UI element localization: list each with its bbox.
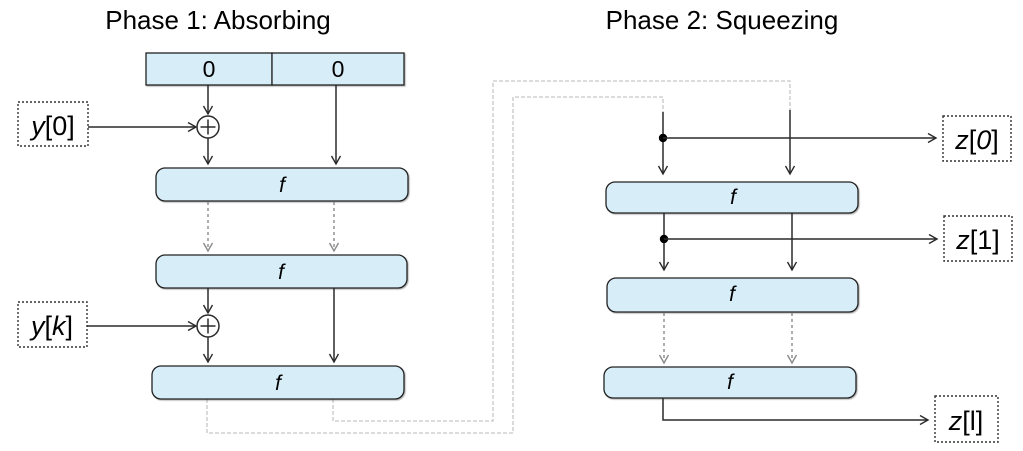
f-block-4	[605, 181, 859, 214]
output-box-z0	[942, 115, 1012, 162]
xor-icon-1	[196, 115, 220, 139]
f-block-3	[151, 365, 405, 400]
phase1-absorbing: 0 0 y[0] f f y[k]	[17, 52, 409, 400]
phase2-title: Phase 2: Squeezing	[606, 5, 839, 35]
output-box-zl	[934, 395, 999, 443]
state-cell-capacity	[271, 52, 405, 86]
phase2-squeezing: z[0] f z[1] f f z[l]	[603, 110, 1013, 443]
state-cell-rate-value: 0	[203, 56, 216, 82]
state-feedback-connectors	[206, 80, 791, 434]
input-label-y0: y[0]	[29, 111, 75, 141]
input-box-y0	[17, 101, 89, 147]
f-block-6	[603, 366, 857, 399]
input-box-yk	[17, 301, 88, 348]
f-block-2	[155, 254, 408, 289]
f-block-5	[606, 277, 859, 313]
output-label-zl: z[l]	[948, 406, 984, 436]
f-block-3-label: f	[275, 372, 283, 395]
connector-rate-path	[206, 96, 664, 434]
f-block-1-label: f	[279, 174, 287, 197]
input-label-yk: y[k]	[29, 311, 73, 341]
f-block-1	[155, 167, 409, 202]
arrow-to-zl	[662, 398, 928, 420]
initial-state-register	[145, 52, 405, 86]
output-box-z1	[943, 215, 1013, 262]
f-block-5-label: f	[729, 283, 737, 306]
f-block-4-label: f	[730, 186, 738, 209]
connector-capacity-path	[332, 80, 791, 422]
state-cell-capacity-value: 0	[332, 56, 345, 82]
phase1-title: Phase 1: Absorbing	[105, 5, 331, 35]
xor-icon-2	[196, 314, 220, 338]
f-block-6-label: f	[727, 371, 735, 394]
output-label-z0: z[0]	[954, 125, 999, 155]
output-label-z1: z[1]	[955, 225, 1000, 255]
f-block-2-label: f	[278, 261, 286, 284]
